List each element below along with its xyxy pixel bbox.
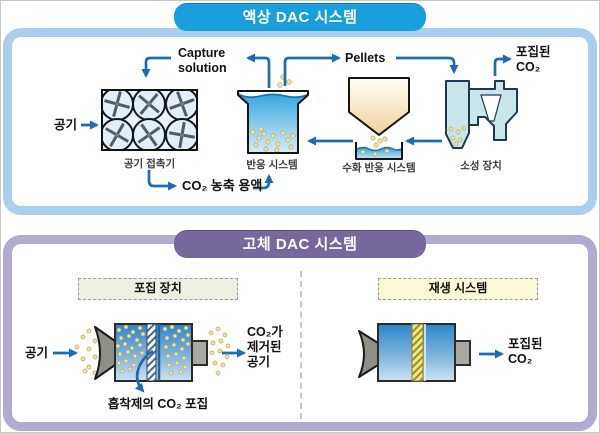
hydration-system-icon <box>348 77 410 160</box>
pellets-label: Pellets <box>345 51 386 65</box>
section-divider <box>300 271 302 419</box>
calciner-icon <box>445 80 518 149</box>
solid-dac-title: 고체 DAC 시스템 <box>174 230 426 258</box>
regen-system-label: 재생 시스템 <box>378 278 538 300</box>
adsorbent-capture-label: 흡착제의 CO₂ 포집 <box>107 397 209 411</box>
hydration-system-label: 수화 반응 시스템 <box>342 162 416 174</box>
air-contactor-label: 공기 접촉기 <box>123 158 176 170</box>
calciner-label: 소성 장치 <box>460 160 502 172</box>
reaction-system-label: 반응 시스템 <box>246 159 298 171</box>
captured-co2-label-liquid: 포집된 CO₂ <box>516 45 551 74</box>
capture-unit-icon <box>74 323 231 382</box>
air-in-label-solid: 공기 <box>25 346 49 360</box>
regen-system-icon <box>358 323 471 382</box>
capture-unit-label: 포집 장치 <box>78 278 238 300</box>
air-contactor-icon <box>101 89 198 151</box>
capture-solution-label: Capture solution <box>178 46 227 75</box>
reaction-system-icon <box>237 74 309 154</box>
co2-removed-air-label: CO₂가 제거된 공기 <box>247 325 283 369</box>
liquid-dac-title: 액상 DAC 시스템 <box>174 3 426 31</box>
captured-co2-label-solid: 포집된 CO₂ <box>508 337 543 366</box>
air-in-label: 공기 <box>54 118 78 132</box>
co2-solution-label: CO₂ 농축 용액 <box>182 178 263 193</box>
